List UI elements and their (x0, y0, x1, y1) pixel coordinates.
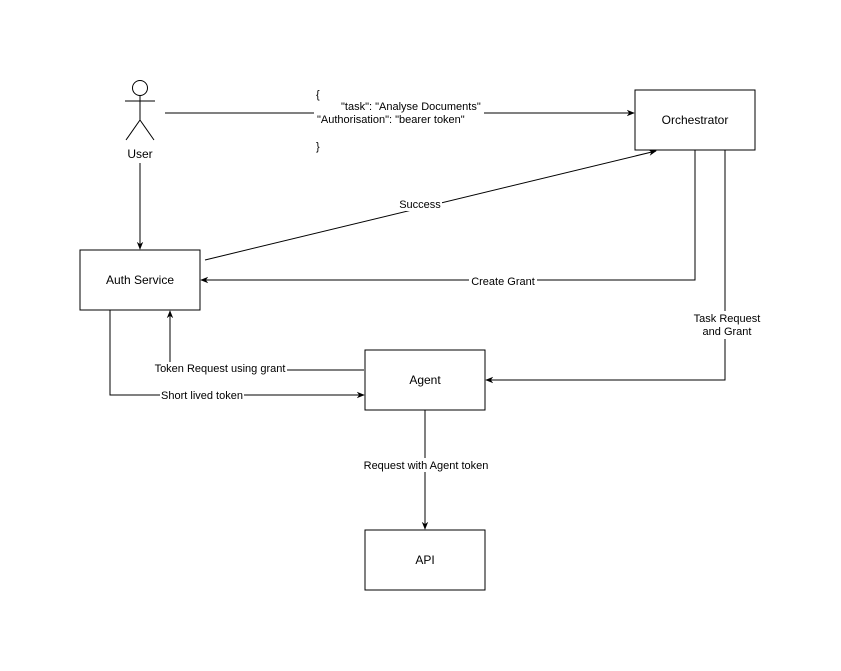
edge-auth-to-agent[interactable]: Short lived token (109, 310, 365, 402)
user-actor-label: User (127, 147, 152, 161)
edge-agent-to-auth[interactable]: Token Request using grant (153, 310, 364, 376)
edge-agent-to-api-label: Request with Agent token (364, 460, 489, 472)
edge-agent-to-auth-line (166, 310, 364, 371)
edge-orchestrator-to-auth-label-bg (469, 274, 537, 288)
orchestrator-box (634, 89, 756, 151)
edge-auth-to-agent-label-bg (160, 388, 244, 402)
api-box (364, 529, 486, 591)
auth-service-node[interactable]: Auth Service (79, 249, 201, 311)
orchestrator-node[interactable]: Orchestrator (634, 89, 756, 151)
user-actor-head (132, 80, 148, 96)
edge-user-to-orchestrator-label-bg (314, 86, 484, 154)
edge-user-to-orchestrator-label-line1: { (316, 89, 320, 101)
agent-node[interactable]: Agent (364, 349, 486, 411)
api-label: API (415, 553, 434, 567)
edge-auth-to-agent-line (109, 310, 365, 399)
edge-orchestrator-to-agent-line (485, 150, 726, 384)
edge-user-to-orchestrator-label-line2: "task": "Analyse Documents" (341, 101, 481, 113)
edge-orchestrator-to-agent-label-line2: and Grant (703, 326, 752, 338)
edge-auth-to-orchestrator-label-bg (398, 197, 442, 211)
edge-user-to-orchestrator-label-line4: } (316, 141, 320, 153)
edge-user-to-orchestrator[interactable]: { "task": "Analyse Documents" "Authorisa… (165, 86, 635, 154)
edge-auth-to-agent-label: Short lived token (161, 390, 243, 402)
edge-agent-to-auth-label: Token Request using grant (155, 363, 286, 375)
edge-agent-to-auth-label-bg (153, 362, 287, 376)
orchestrator-label: Orchestrator (662, 113, 729, 127)
user-actor[interactable]: User (125, 80, 155, 162)
user-actor-leg-left (125, 119, 141, 141)
user-actor-leg-right (139, 119, 155, 141)
edge-user-to-orchestrator-label-line3: "Authorisation": "bearer token" (317, 114, 465, 126)
edge-agent-to-api[interactable]: Request with Agent token (362, 410, 490, 530)
api-node[interactable]: API (364, 529, 486, 591)
edge-orchestrator-to-agent-label-line1: Task Request (694, 313, 761, 325)
edge-orchestrator-to-auth-label: Create Grant (471, 276, 535, 288)
edge-auth-to-orchestrator-label: Success (399, 199, 441, 211)
auth-service-label: Auth Service (106, 273, 174, 287)
agent-box (364, 349, 486, 411)
edge-orchestrator-to-auth[interactable]: Create Grant (200, 150, 696, 288)
agent-label: Agent (409, 373, 441, 387)
edge-orchestrator-to-auth-line (200, 150, 696, 284)
edge-orchestrator-to-agent[interactable]: Task Request and Grant (485, 150, 762, 384)
auth-service-box (79, 249, 201, 311)
edge-agent-to-api-label-bg (362, 458, 490, 472)
edge-auth-to-orchestrator[interactable]: Success (204, 149, 657, 261)
edge-orchestrator-to-agent-label-bg (692, 311, 762, 339)
